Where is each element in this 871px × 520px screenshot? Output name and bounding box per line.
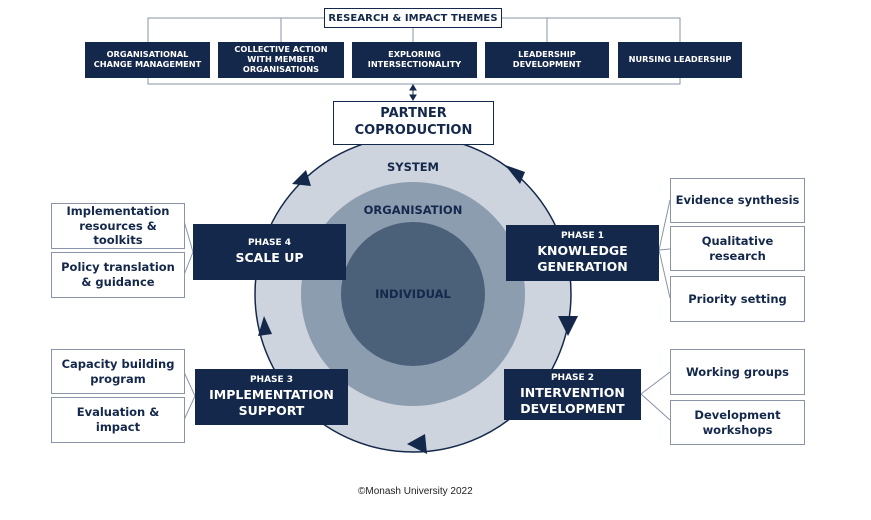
theme-nursing-leadership: NURSING LEADERSHIP: [618, 42, 742, 78]
activity-policy-translation: Policy translation & guidance: [51, 252, 185, 298]
activity-priority-setting: Priority setting: [670, 276, 805, 322]
cycle-arrow-icon: [558, 316, 578, 336]
partner-coproduction-box: PARTNER COPRODUCTION: [333, 101, 494, 145]
phase-1-number: PHASE 1: [560, 231, 605, 242]
phase-4-number: PHASE 4: [247, 238, 292, 249]
ring-individual: [341, 222, 485, 366]
theme-organisational-change: ORGANISATIONAL CHANGE MANAGEMENT: [85, 42, 210, 78]
research-themes-title: RESEARCH & IMPACT THEMES: [324, 8, 502, 28]
phase-3-name: IMPLEMENTATION SUPPORT: [209, 387, 334, 418]
ring-label-individual: INDIVIDUAL: [375, 287, 451, 301]
phase-2-box: PHASE 2 INTERVENTION DEVELOPMENT: [504, 369, 641, 420]
activity-capacity-building: Capacity building program: [51, 349, 185, 394]
activity-qualitative-research: Qualitative research: [670, 226, 805, 271]
phase-2-number: PHASE 2: [550, 372, 595, 383]
activity-implementation-resources: Implementation resources & toolkits: [51, 203, 185, 249]
ring-label-organisation: ORGANISATION: [363, 203, 463, 217]
ring-label-system: SYSTEM: [386, 160, 440, 174]
phase-1-name: KNOWLEDGE GENERATION: [537, 243, 628, 274]
copyright-text: ©Monash University 2022: [358, 486, 473, 497]
theme-collective-action: COLLECTIVE ACTION WITH MEMBER ORGANISATI…: [218, 42, 344, 78]
cycle-arrow-icon: [292, 170, 311, 186]
activity-evidence-synthesis: Evidence synthesis: [670, 178, 805, 223]
partner-line1: PARTNER: [380, 106, 447, 122]
phase-4-name: SCALE UP: [235, 250, 304, 266]
double-arrow-icon: [409, 84, 417, 101]
theme-connectors: [147, 17, 681, 85]
activity-evaluation-impact: Evaluation & impact: [51, 397, 185, 443]
theme-leadership-development: LEADERSHIP DEVELOPMENT: [485, 42, 609, 78]
phase-4-box: PHASE 4 SCALE UP: [193, 224, 346, 280]
activity-working-groups: Working groups: [670, 349, 805, 395]
phase-1-box: PHASE 1 KNOWLEDGE GENERATION: [506, 225, 659, 281]
phase-3-number: PHASE 3: [249, 375, 294, 386]
activity-development-workshops: Development workshops: [670, 400, 805, 445]
cycle-arrow-icon: [407, 434, 427, 454]
partner-line2: COPRODUCTION: [354, 123, 473, 138]
cycle-arrow-icon: [258, 316, 272, 336]
phase-3-box: PHASE 3 IMPLEMENTATION SUPPORT: [195, 369, 348, 425]
phase-2-name: INTERVENTION DEVELOPMENT: [520, 384, 625, 416]
theme-intersectionality: EXPLORING INTERSECTIONALITY: [352, 42, 477, 78]
cycle-arrow-icon: [505, 165, 525, 184]
